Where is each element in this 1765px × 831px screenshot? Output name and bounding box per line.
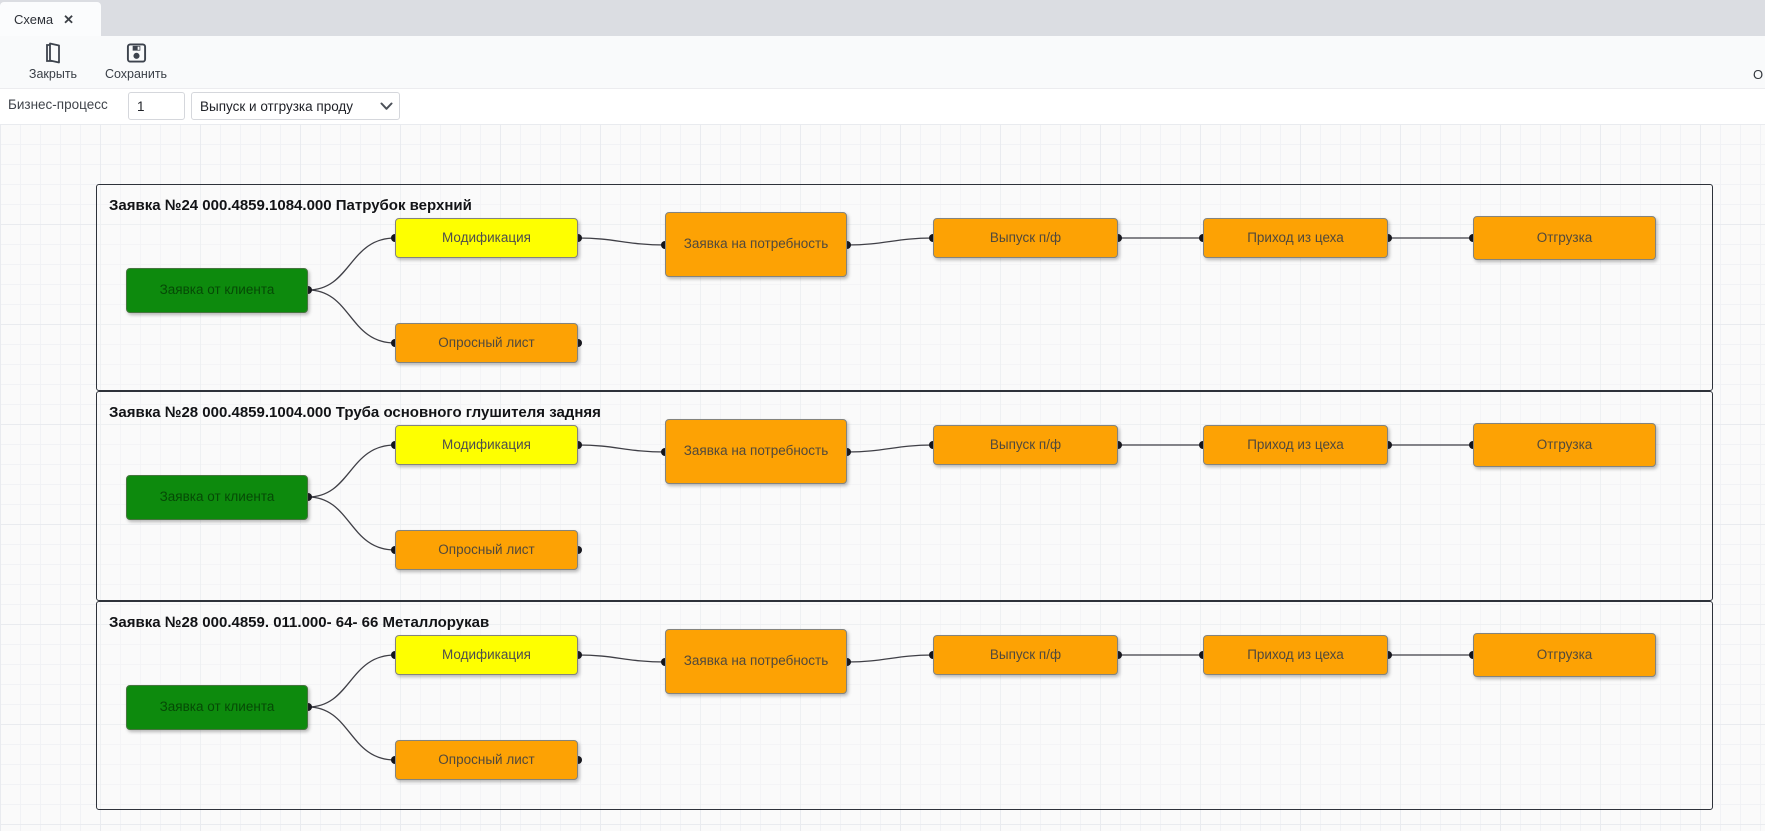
node-semifinished-release[interactable]: Выпуск п/ф bbox=[933, 218, 1118, 258]
node-modification[interactable]: Модификация bbox=[395, 425, 578, 465]
diagram-canvas[interactable]: Заявка №24 000.4859.1084.000 Патрубок ве… bbox=[0, 124, 1765, 831]
close-button[interactable]: Закрыть bbox=[24, 40, 82, 83]
group-title: Заявка №28 000.4859.1004.000 Труба основ… bbox=[109, 404, 601, 421]
node-questionnaire[interactable]: Опросный лист bbox=[395, 530, 578, 570]
group-title: Заявка №28 000.4859. 011.000- 64- 66 Мет… bbox=[109, 614, 490, 631]
floppy-icon bbox=[126, 42, 147, 64]
node-shipment[interactable]: Отгрузка bbox=[1473, 423, 1656, 467]
node-client-request[interactable]: Заявка от клиента bbox=[126, 475, 308, 520]
node-semifinished-release[interactable]: Выпуск п/ф bbox=[933, 635, 1118, 675]
chevron-down-icon bbox=[373, 102, 399, 111]
node-workshop-arrival[interactable]: Приход из цеха bbox=[1203, 425, 1388, 465]
node-shipment[interactable]: Отгрузка bbox=[1473, 216, 1656, 260]
door-icon bbox=[43, 42, 63, 64]
toolbar-right-truncated-text: О bbox=[1753, 67, 1764, 82]
edges-layer bbox=[304, 441, 1477, 554]
node-workshop-arrival[interactable]: Приход из цеха bbox=[1203, 635, 1388, 675]
process-group-1[interactable]: Заявка №24 000.4859.1084.000 Патрубок ве… bbox=[96, 184, 1713, 391]
tab-strip: Схема ✕ bbox=[0, 0, 1765, 36]
toolbar: Закрыть Сохранить О bbox=[0, 36, 1765, 89]
group-title: Заявка №24 000.4859.1084.000 Патрубок ве… bbox=[109, 197, 472, 214]
node-shipment[interactable]: Отгрузка bbox=[1473, 633, 1656, 677]
parameter-row: Бизнес-процесс Выпуск и отгрузка проду bbox=[0, 89, 1765, 124]
business-process-number-input[interactable] bbox=[128, 92, 185, 120]
business-process-label: Бизнес-процесс bbox=[8, 97, 108, 112]
node-client-request[interactable]: Заявка от клиента bbox=[126, 268, 308, 313]
edges-layer bbox=[304, 651, 1477, 764]
tab-close-icon[interactable]: ✕ bbox=[63, 11, 75, 27]
business-process-select-value: Выпуск и отгрузка проду bbox=[200, 98, 354, 114]
tab-schema[interactable]: Схема ✕ bbox=[0, 2, 101, 36]
save-button[interactable]: Сохранить bbox=[94, 40, 178, 83]
node-demand-request[interactable]: Заявка на потребность bbox=[665, 629, 847, 694]
save-button-label: Сохранить bbox=[104, 67, 168, 81]
edges-layer bbox=[304, 234, 1477, 347]
process-group-3[interactable]: Заявка №28 000.4859. 011.000- 64- 66 Мет… bbox=[96, 601, 1713, 810]
business-process-select[interactable]: Выпуск и отгрузка проду bbox=[191, 92, 400, 120]
process-group-2[interactable]: Заявка №28 000.4859.1004.000 Труба основ… bbox=[96, 391, 1713, 601]
node-semifinished-release[interactable]: Выпуск п/ф bbox=[933, 425, 1118, 465]
node-questionnaire[interactable]: Опросный лист bbox=[395, 740, 578, 780]
node-client-request[interactable]: Заявка от клиента bbox=[126, 685, 308, 730]
node-questionnaire[interactable]: Опросный лист bbox=[395, 323, 578, 363]
tab-schema-label: Схема bbox=[14, 11, 54, 27]
node-demand-request[interactable]: Заявка на потребность bbox=[665, 419, 847, 484]
node-demand-request[interactable]: Заявка на потребность bbox=[665, 212, 847, 277]
node-modification[interactable]: Модификация bbox=[395, 218, 578, 258]
node-modification[interactable]: Модификация bbox=[395, 635, 578, 675]
close-button-label: Закрыть bbox=[28, 67, 78, 81]
node-workshop-arrival[interactable]: Приход из цеха bbox=[1203, 218, 1388, 258]
